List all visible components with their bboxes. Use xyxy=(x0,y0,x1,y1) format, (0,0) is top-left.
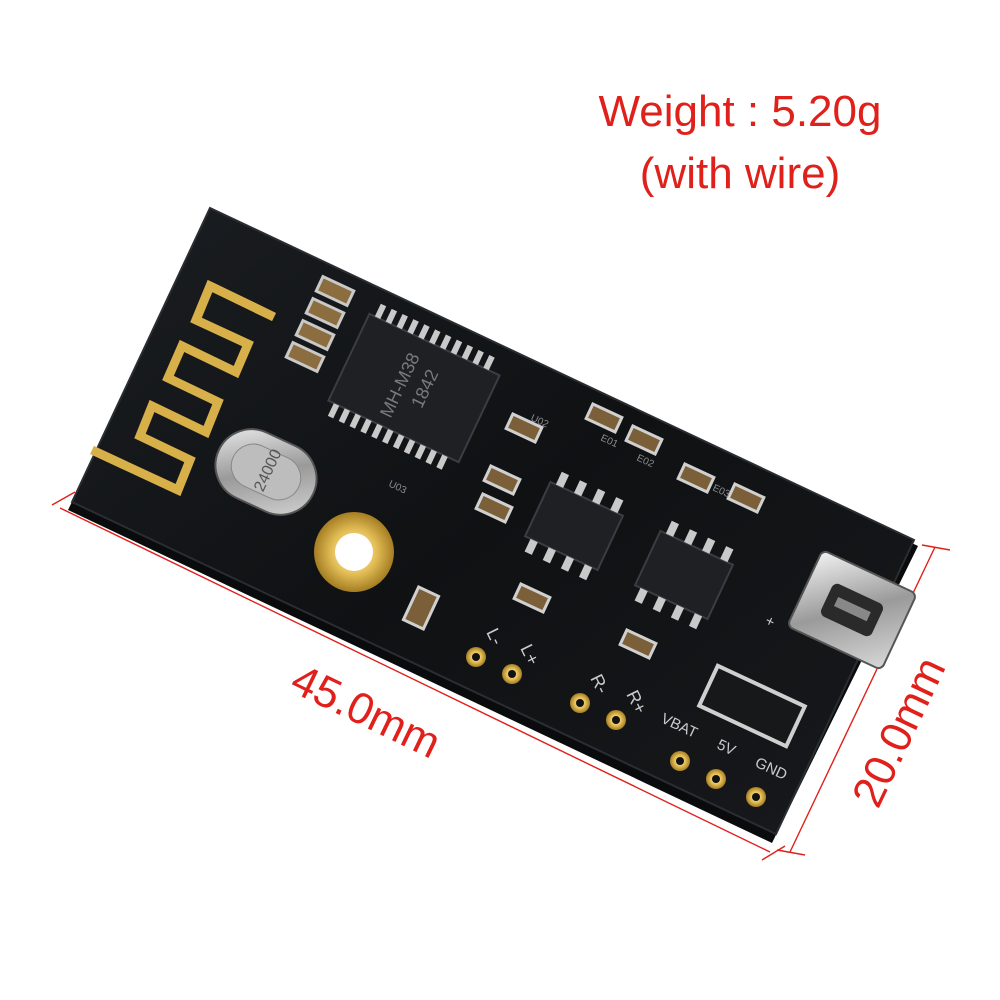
main-chip: MH-M38 1842 xyxy=(327,303,501,470)
capacitor-column xyxy=(284,274,356,374)
pcb-board xyxy=(68,206,918,843)
power-pads xyxy=(670,751,766,807)
passive-components xyxy=(401,401,766,661)
weight-note: (with wire) xyxy=(639,149,841,198)
amp-chip-left xyxy=(523,471,625,581)
antenna-trace xyxy=(90,279,276,497)
micro-usb-connector xyxy=(788,550,916,670)
amp-chip-right xyxy=(633,520,735,630)
right-speaker-pads xyxy=(570,693,626,730)
left-speaker-pads xyxy=(466,647,522,684)
weight-caption: Weight : 5.20g xyxy=(598,87,882,136)
label-5v: 5V xyxy=(714,736,738,759)
label-l-minus: L- xyxy=(482,625,507,648)
power-diode xyxy=(696,663,808,749)
mounting-hole xyxy=(314,512,394,592)
width-label: 20.0mm xyxy=(843,650,956,815)
crystal-oscillator: 24000 xyxy=(214,428,318,516)
length-dimension xyxy=(51,491,786,861)
